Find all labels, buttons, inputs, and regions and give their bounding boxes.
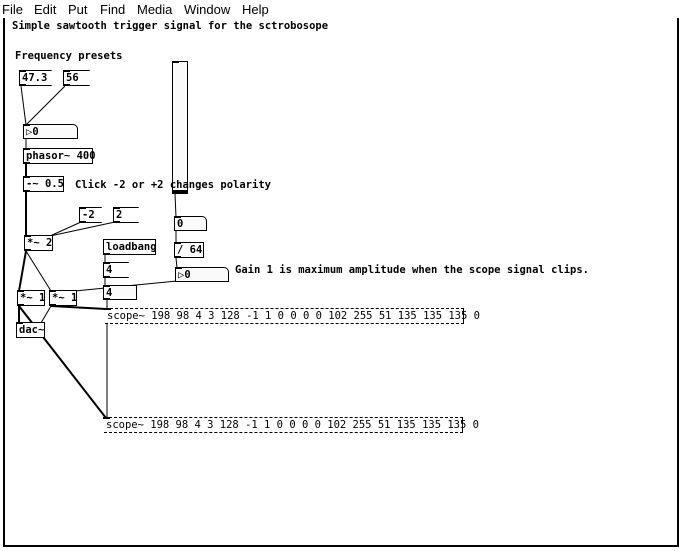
- object-label: scope~ 198 98 4 3 128 -1 1 0 0 0 0 102 2…: [106, 419, 479, 431]
- preset-message-56[interactable]: 56: [63, 70, 90, 86]
- menu-put[interactable]: Put: [68, 2, 88, 17]
- polarity-comment: Click -2 or +2 changes polarity: [75, 179, 271, 191]
- slider-number-box[interactable]: 0: [174, 216, 207, 231]
- menu-bar: File Edit Put Find Media Window Help: [0, 0, 679, 18]
- patch-canvas[interactable]: [3, 18, 679, 547]
- object-label: loadbang: [106, 241, 157, 253]
- scope-object-2[interactable]: scope~ 198 98 4 3 128 -1 1 0 0 0 0 102 2…: [103, 417, 479, 433]
- menu-file[interactable]: File: [2, 2, 23, 17]
- presets-comment: Frequency presets: [15, 50, 123, 62]
- object-label: / 64: [177, 244, 203, 256]
- preset-message-47-3[interactable]: 47.3: [19, 70, 52, 86]
- multiply-1-left-object[interactable]: *~ 1: [17, 290, 45, 306]
- object-label: *~ 2: [27, 237, 53, 249]
- multiply-1-right-object[interactable]: *~ 1: [49, 290, 77, 306]
- gain-init-number-box[interactable]: 4: [103, 285, 137, 300]
- number-value: 0: [177, 218, 184, 230]
- frequency-number-box[interactable]: ▷0: [23, 124, 78, 139]
- message-label: 56: [66, 72, 79, 84]
- number-value: 0: [184, 269, 191, 281]
- gain-number-box[interactable]: ▷0: [175, 267, 229, 282]
- multiply-2-object[interactable]: *~ 2: [24, 235, 53, 251]
- slider-knob[interactable]: [173, 190, 187, 193]
- object-label: *~ 1: [52, 292, 78, 304]
- title-comment: Simple sawtooth trigger signal for the s…: [12, 20, 329, 32]
- object-label: phasor~ 400: [26, 150, 96, 162]
- menu-help[interactable]: Help: [242, 2, 269, 17]
- loadbang-object[interactable]: loadbang: [103, 239, 157, 255]
- object-label: -~ 0.5: [26, 178, 64, 190]
- gain-vertical-slider[interactable]: [172, 61, 188, 194]
- gain-init-message-4[interactable]: 4: [103, 262, 129, 278]
- message-label: -2: [82, 209, 95, 221]
- menu-media[interactable]: Media: [137, 2, 173, 17]
- object-label: dac~: [19, 324, 45, 336]
- menu-window[interactable]: Window: [184, 2, 231, 17]
- menu-find[interactable]: Find: [100, 2, 126, 17]
- object-label: scope~ 198 98 4 3 128 -1 1 0 0 0 0 102 2…: [107, 310, 480, 322]
- menu-edit[interactable]: Edit: [34, 2, 57, 17]
- minus-object[interactable]: -~ 0.5: [23, 176, 64, 192]
- scope-object-1[interactable]: scope~ 198 98 4 3 128 -1 1 0 0 0 0 102 2…: [104, 308, 480, 324]
- phasor-object[interactable]: phasor~ 400: [23, 148, 96, 164]
- number-value: 0: [32, 126, 39, 138]
- divide-64-object[interactable]: / 64: [174, 242, 204, 258]
- object-label: *~ 1: [20, 292, 46, 304]
- polarity-message-minus-2[interactable]: -2: [79, 207, 102, 223]
- message-label: 2: [116, 209, 123, 221]
- polarity-message-2[interactable]: 2: [113, 207, 139, 223]
- message-label: 47.3: [22, 72, 48, 84]
- dac-object[interactable]: dac~: [16, 322, 45, 338]
- message-label: 4: [106, 264, 113, 276]
- gain-comment: Gain 1 is maximum amplitude when the sco…: [235, 264, 590, 276]
- number-value: 4: [106, 287, 113, 299]
